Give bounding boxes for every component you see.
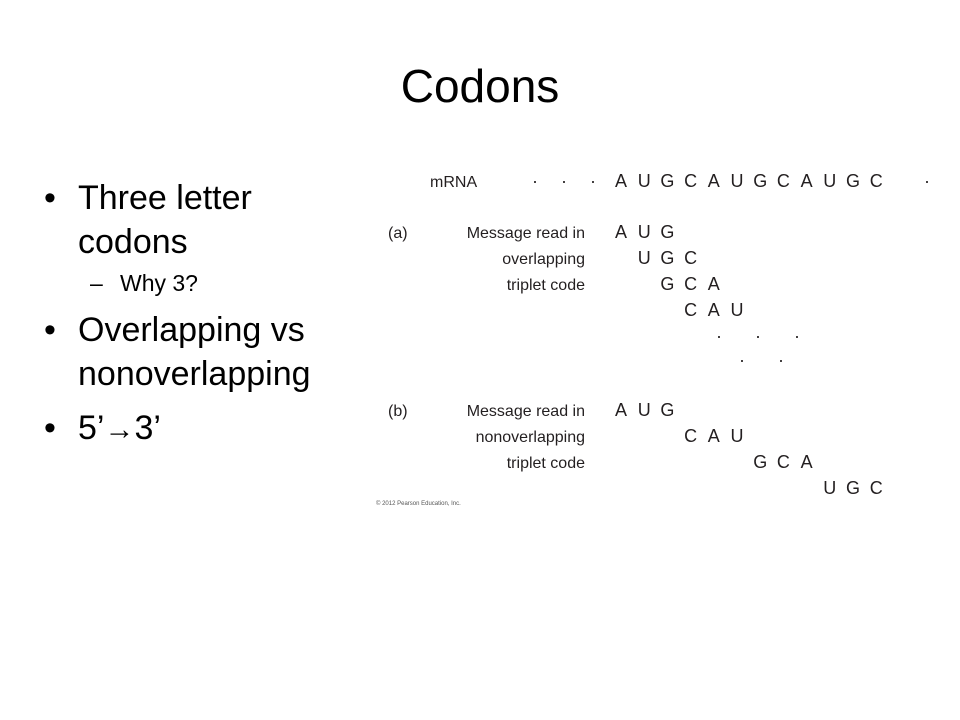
mrna-nucleotide: U — [731, 171, 744, 191]
codon-nucleotide: C — [777, 452, 790, 472]
bullet-text: Overlapping vs nonoverlapping — [78, 311, 311, 393]
part-b-line-2: nonoverlapping — [476, 429, 585, 446]
sub-bullet-text: Why 3? — [120, 270, 198, 296]
part-a-letter: (a) — [388, 225, 408, 242]
sub-bullet-dash: – — [90, 270, 103, 296]
leading-dots: · · · — [532, 171, 605, 191]
copyright-text: © 2012 Pearson Education, Inc. — [376, 500, 461, 507]
codon-nucleotide: A — [708, 426, 720, 446]
codon-nucleotide: G — [846, 478, 860, 498]
mrna-nucleotide: U — [638, 171, 651, 191]
codon-nucleotide: C — [684, 426, 697, 446]
part-a-line-2: overlapping — [502, 251, 585, 268]
codon-nucleotide: A — [615, 222, 627, 242]
codon-nucleotide: G — [660, 274, 674, 294]
codon-nucleotide: A — [615, 400, 627, 420]
mrna-nucleotide: A — [708, 171, 720, 191]
mrna-nucleotide: A — [615, 171, 627, 191]
mrna-nucleotide: C — [870, 171, 883, 191]
part-b-line-3: triplet code — [507, 455, 585, 472]
codon-nucleotide: U — [638, 248, 651, 268]
part-b-letter: (b) — [388, 403, 408, 420]
part-a-line-1: Message read in — [467, 225, 585, 242]
codon-nucleotide: U — [823, 478, 836, 498]
codon-nucleotide: U — [731, 426, 744, 446]
mrna-nucleotide: G — [753, 171, 767, 191]
mrna-nucleotide: A — [801, 171, 813, 191]
bullet-dot: • — [44, 311, 56, 349]
bullet-dot: • — [44, 179, 56, 217]
codon-nucleotide: A — [708, 274, 720, 294]
bullet-list: • Three letter codons – Why 3? • Overlap… — [40, 176, 360, 452]
codon-nucleotide: U — [731, 300, 744, 320]
trailing-dot: · — [924, 171, 930, 191]
codon-nucleotide: A — [708, 300, 720, 320]
part-a-line-3: triplet code — [507, 277, 585, 294]
direction-5-prime: 5’ — [78, 409, 105, 447]
slide-title: Codons — [400, 60, 560, 112]
arrow-right-icon: → — [104, 413, 135, 446]
mrna-nucleotide: C — [777, 171, 790, 191]
codon-nucleotide: U — [638, 222, 651, 242]
continuation-dots-1: · · · — [716, 326, 814, 346]
codon-nucleotide: A — [801, 452, 813, 472]
mrna-nucleotide: C — [684, 171, 697, 191]
bullet-three-letter-codons: • Three letter codons — [40, 176, 360, 264]
codon-nucleotide: C — [684, 248, 697, 268]
direction-3-prime: 3’ — [134, 409, 161, 447]
codon-nucleotide: G — [660, 248, 674, 268]
mrna-nucleotide: G — [660, 171, 674, 191]
codon-nucleotide: G — [660, 400, 674, 420]
codon-nucleotide: U — [638, 400, 651, 420]
codon-nucleotide: G — [660, 222, 674, 242]
bullet-overlapping: • Overlapping vs nonoverlapping — [40, 308, 360, 396]
bullet-direction: • 5’→3’ — [40, 406, 360, 452]
mrna-label: mRNA — [430, 174, 477, 191]
part-b-line-1: Message read in — [467, 403, 585, 420]
codon-nucleotide: G — [753, 452, 767, 472]
bullet-text: Three letter codons — [78, 179, 252, 261]
codon-nucleotide: C — [684, 274, 697, 294]
codon-nucleotide: C — [870, 478, 883, 498]
sub-bullet-why-3: – Why 3? — [40, 268, 360, 298]
bullet-dot: • — [44, 409, 56, 447]
codon-nucleotide: C — [684, 300, 697, 320]
continuation-dots-2: · · — [739, 350, 798, 370]
mrna-nucleotide: G — [846, 171, 860, 191]
mrna-nucleotide: U — [823, 171, 836, 191]
